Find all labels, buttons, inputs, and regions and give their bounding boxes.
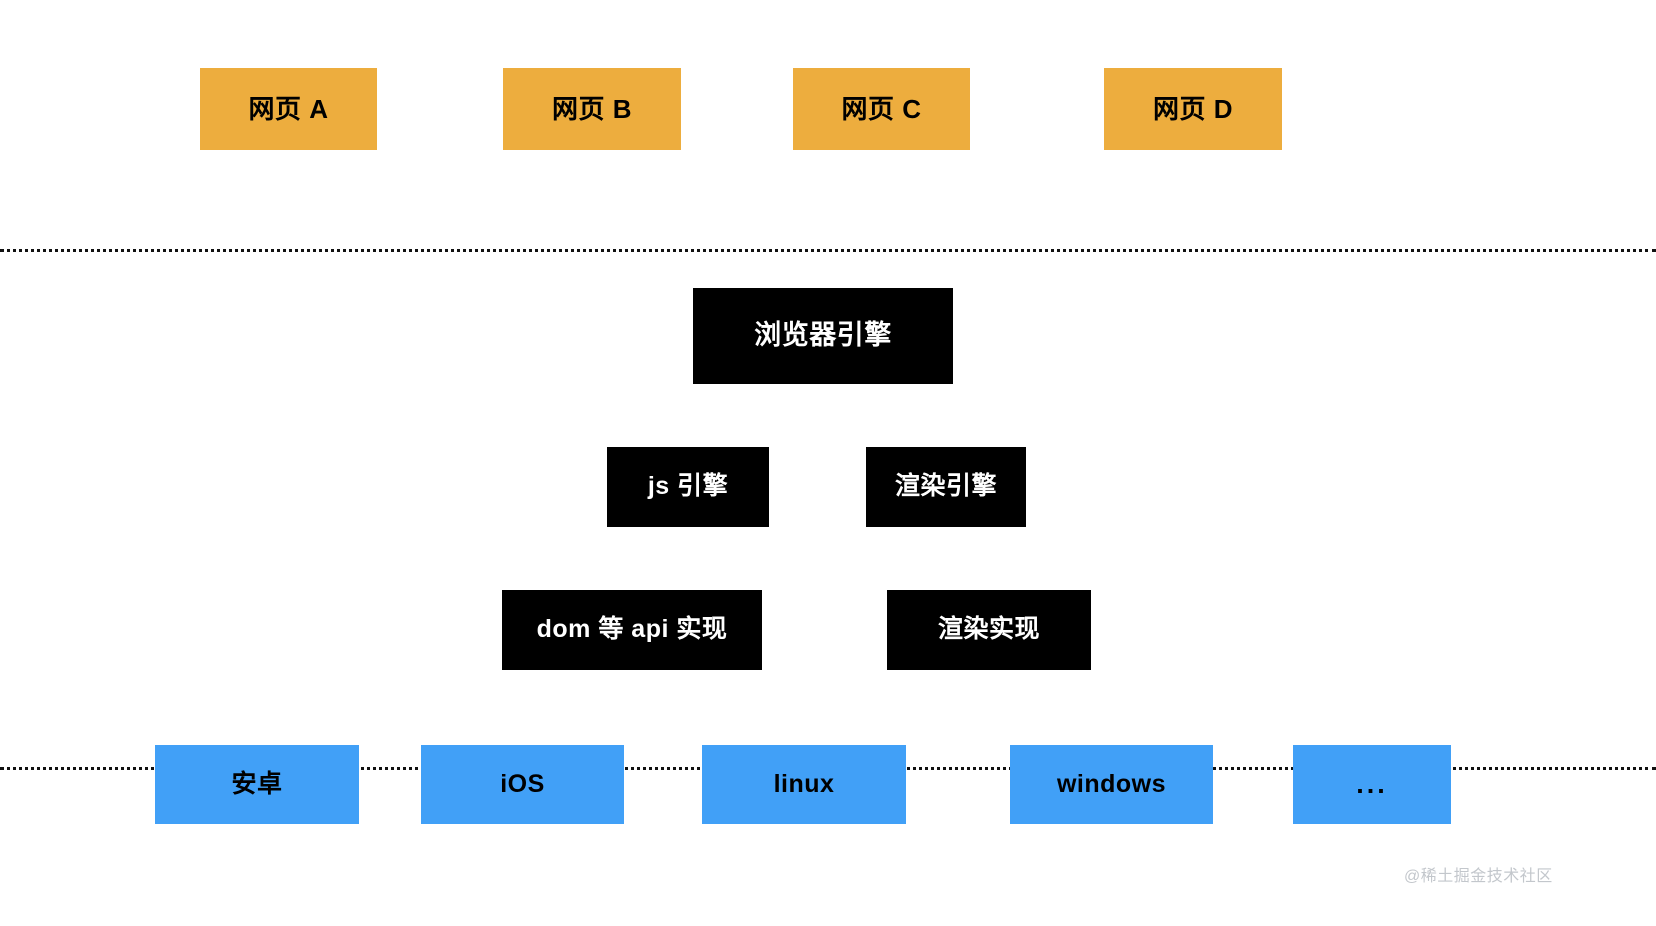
page-node-d-label: 网页 D	[1152, 93, 1233, 124]
os-node-more-label: ...	[1356, 768, 1388, 799]
browser-engine-node: 浏览器引擎	[693, 288, 953, 384]
js-engine-node: js 引擎	[607, 447, 769, 527]
js-engine-label: js 引擎	[647, 472, 729, 501]
os-node-android-label: 安卓	[231, 769, 283, 798]
dom-api-impl-label: dom 等 api 实现	[536, 615, 728, 644]
watermark: @稀土掘金技术社区	[1404, 868, 1553, 885]
pages-engine-divider	[0, 249, 1656, 252]
render-engine-label: 渲染引擎	[894, 472, 997, 501]
render-engine-node: 渲染引擎	[866, 447, 1026, 527]
page-node-b-label: 网页 B	[551, 93, 632, 124]
page-node-c-label: 网页 C	[841, 93, 922, 124]
render-impl-node: 渲染实现	[887, 590, 1091, 670]
os-node-windows: windows	[1010, 745, 1213, 824]
browser-engine-label: 浏览器引擎	[754, 320, 892, 351]
os-node-windows-label: windows	[1056, 769, 1167, 798]
os-node-android: 安卓	[155, 745, 359, 824]
page-node-d: 网页 D	[1104, 68, 1282, 150]
os-node-linux-label: linux	[773, 769, 835, 798]
render-impl-label: 渲染实现	[937, 615, 1040, 644]
os-node-linux: linux	[702, 745, 906, 824]
page-node-a-label: 网页 A	[248, 93, 329, 124]
page-node-c: 网页 C	[793, 68, 970, 150]
page-node-a: 网页 A	[200, 68, 377, 150]
os-node-more: ...	[1293, 745, 1451, 824]
os-node-ios-label: iOS	[500, 769, 545, 798]
os-node-ios: iOS	[421, 745, 624, 824]
dom-api-impl-node: dom 等 api 实现	[502, 590, 762, 670]
page-node-b: 网页 B	[503, 68, 681, 150]
